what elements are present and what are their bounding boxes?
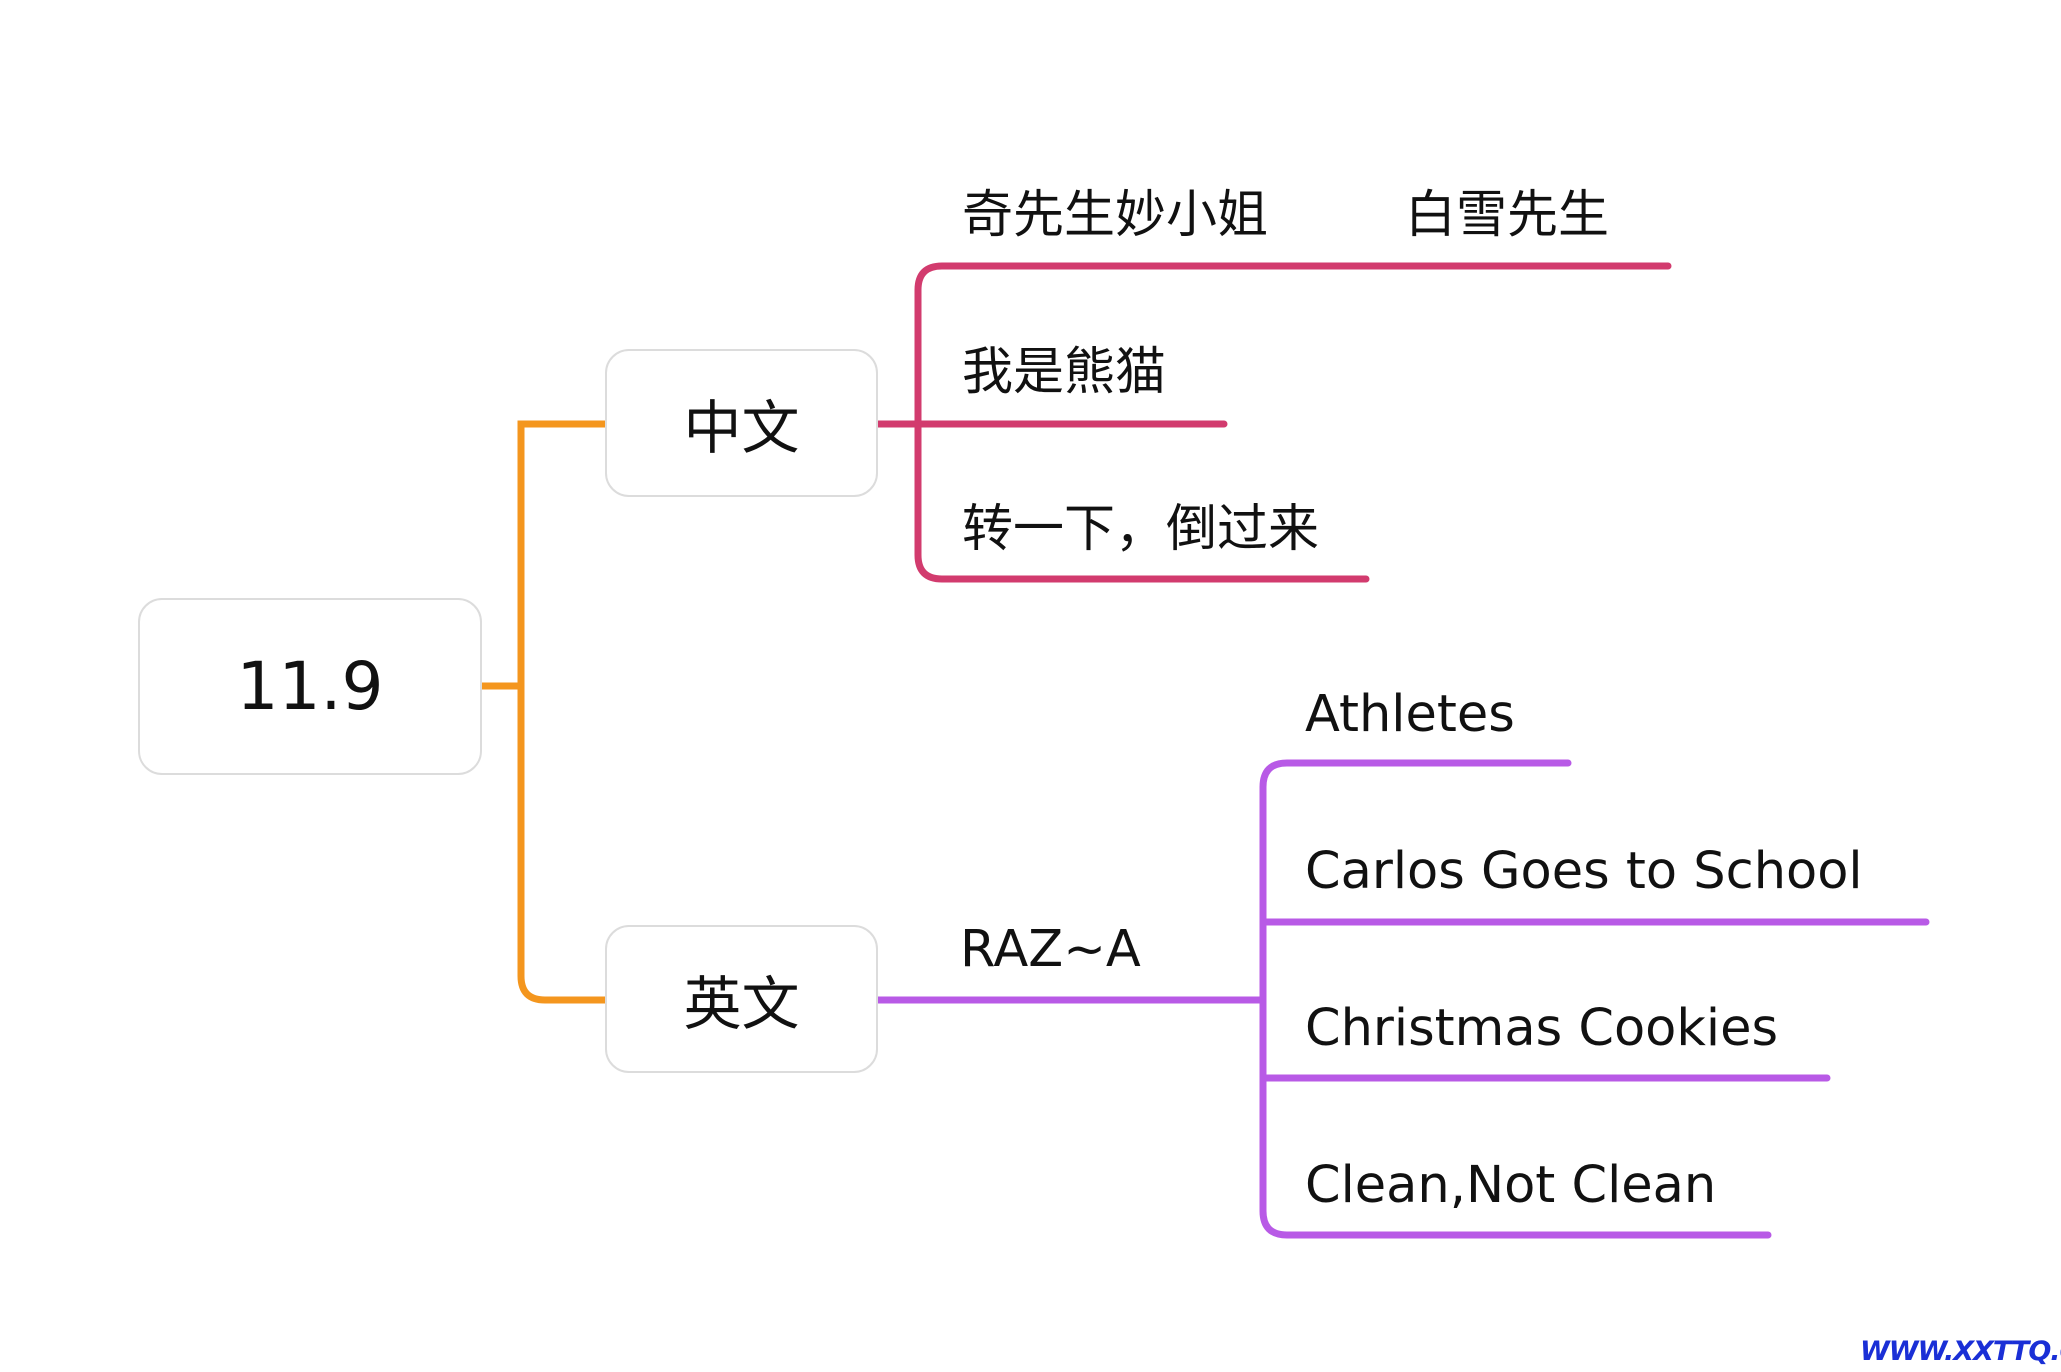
leaf-carlos-goes-to-school[interactable]: Carlos Goes to School (1305, 842, 1863, 901)
leaf-zhuan-yi-xia[interactable]: 转一下，倒过来 (962, 500, 1320, 559)
leaf-clean-not-clean[interactable]: Clean,Not Clean (1305, 1156, 1717, 1215)
chinese-connector-line (874, 262, 1672, 583)
root-connector-line (478, 420, 609, 1004)
english-connector-line (874, 759, 1930, 1239)
leaf-baixue-xiansheng[interactable]: 白雪先生 (1405, 186, 1610, 245)
leaf-christmas-cookies[interactable]: Christmas Cookies (1305, 999, 1779, 1058)
english-branch-node[interactable]: 英文 (605, 925, 878, 1073)
chinese-branch-node[interactable]: 中文 (605, 349, 878, 497)
leaf-wo-shi-xiongmao[interactable]: 我是熊猫 (962, 343, 1167, 402)
watermark: WWW.XXTTQ.COM (1860, 1336, 2061, 1367)
leaf-athletes[interactable]: Athletes (1305, 685, 1515, 744)
raz-a-label[interactable]: RAZ~A (960, 920, 1141, 979)
leaf-qi-xiansheng[interactable]: 奇先生妙小姐 (962, 186, 1269, 245)
root-node[interactable]: 11.9 (138, 598, 482, 775)
